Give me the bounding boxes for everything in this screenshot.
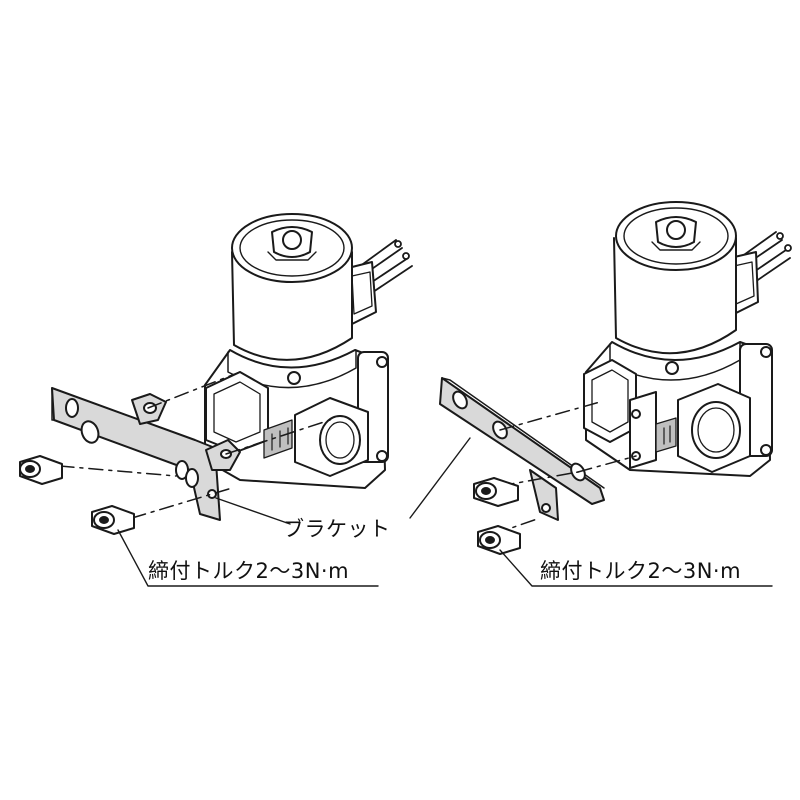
left-valve-assembly (19, 213, 413, 587)
right-bracket (439, 377, 605, 521)
left-screw-upper (19, 455, 63, 485)
left-screw-lower (91, 505, 135, 535)
right-leader-lines (409, 437, 773, 587)
right-screw-upper (473, 477, 519, 507)
left-bracket (51, 387, 241, 521)
left-leader-lines (117, 497, 379, 587)
left-solenoid-coil (231, 213, 353, 361)
right-valve-assembly (409, 201, 792, 587)
right-screw-lower (477, 525, 521, 555)
left-valve-body (204, 349, 389, 489)
torque-label-left: 締付トルク2〜3N·m (148, 559, 350, 583)
right-solenoid-coil (613, 201, 737, 355)
bracket-label: ブラケット (283, 517, 391, 541)
torque-label-right: 締付トルク2〜3N·m (540, 559, 742, 583)
right-valve-body (583, 341, 773, 477)
left-alignment-lines (59, 371, 331, 519)
